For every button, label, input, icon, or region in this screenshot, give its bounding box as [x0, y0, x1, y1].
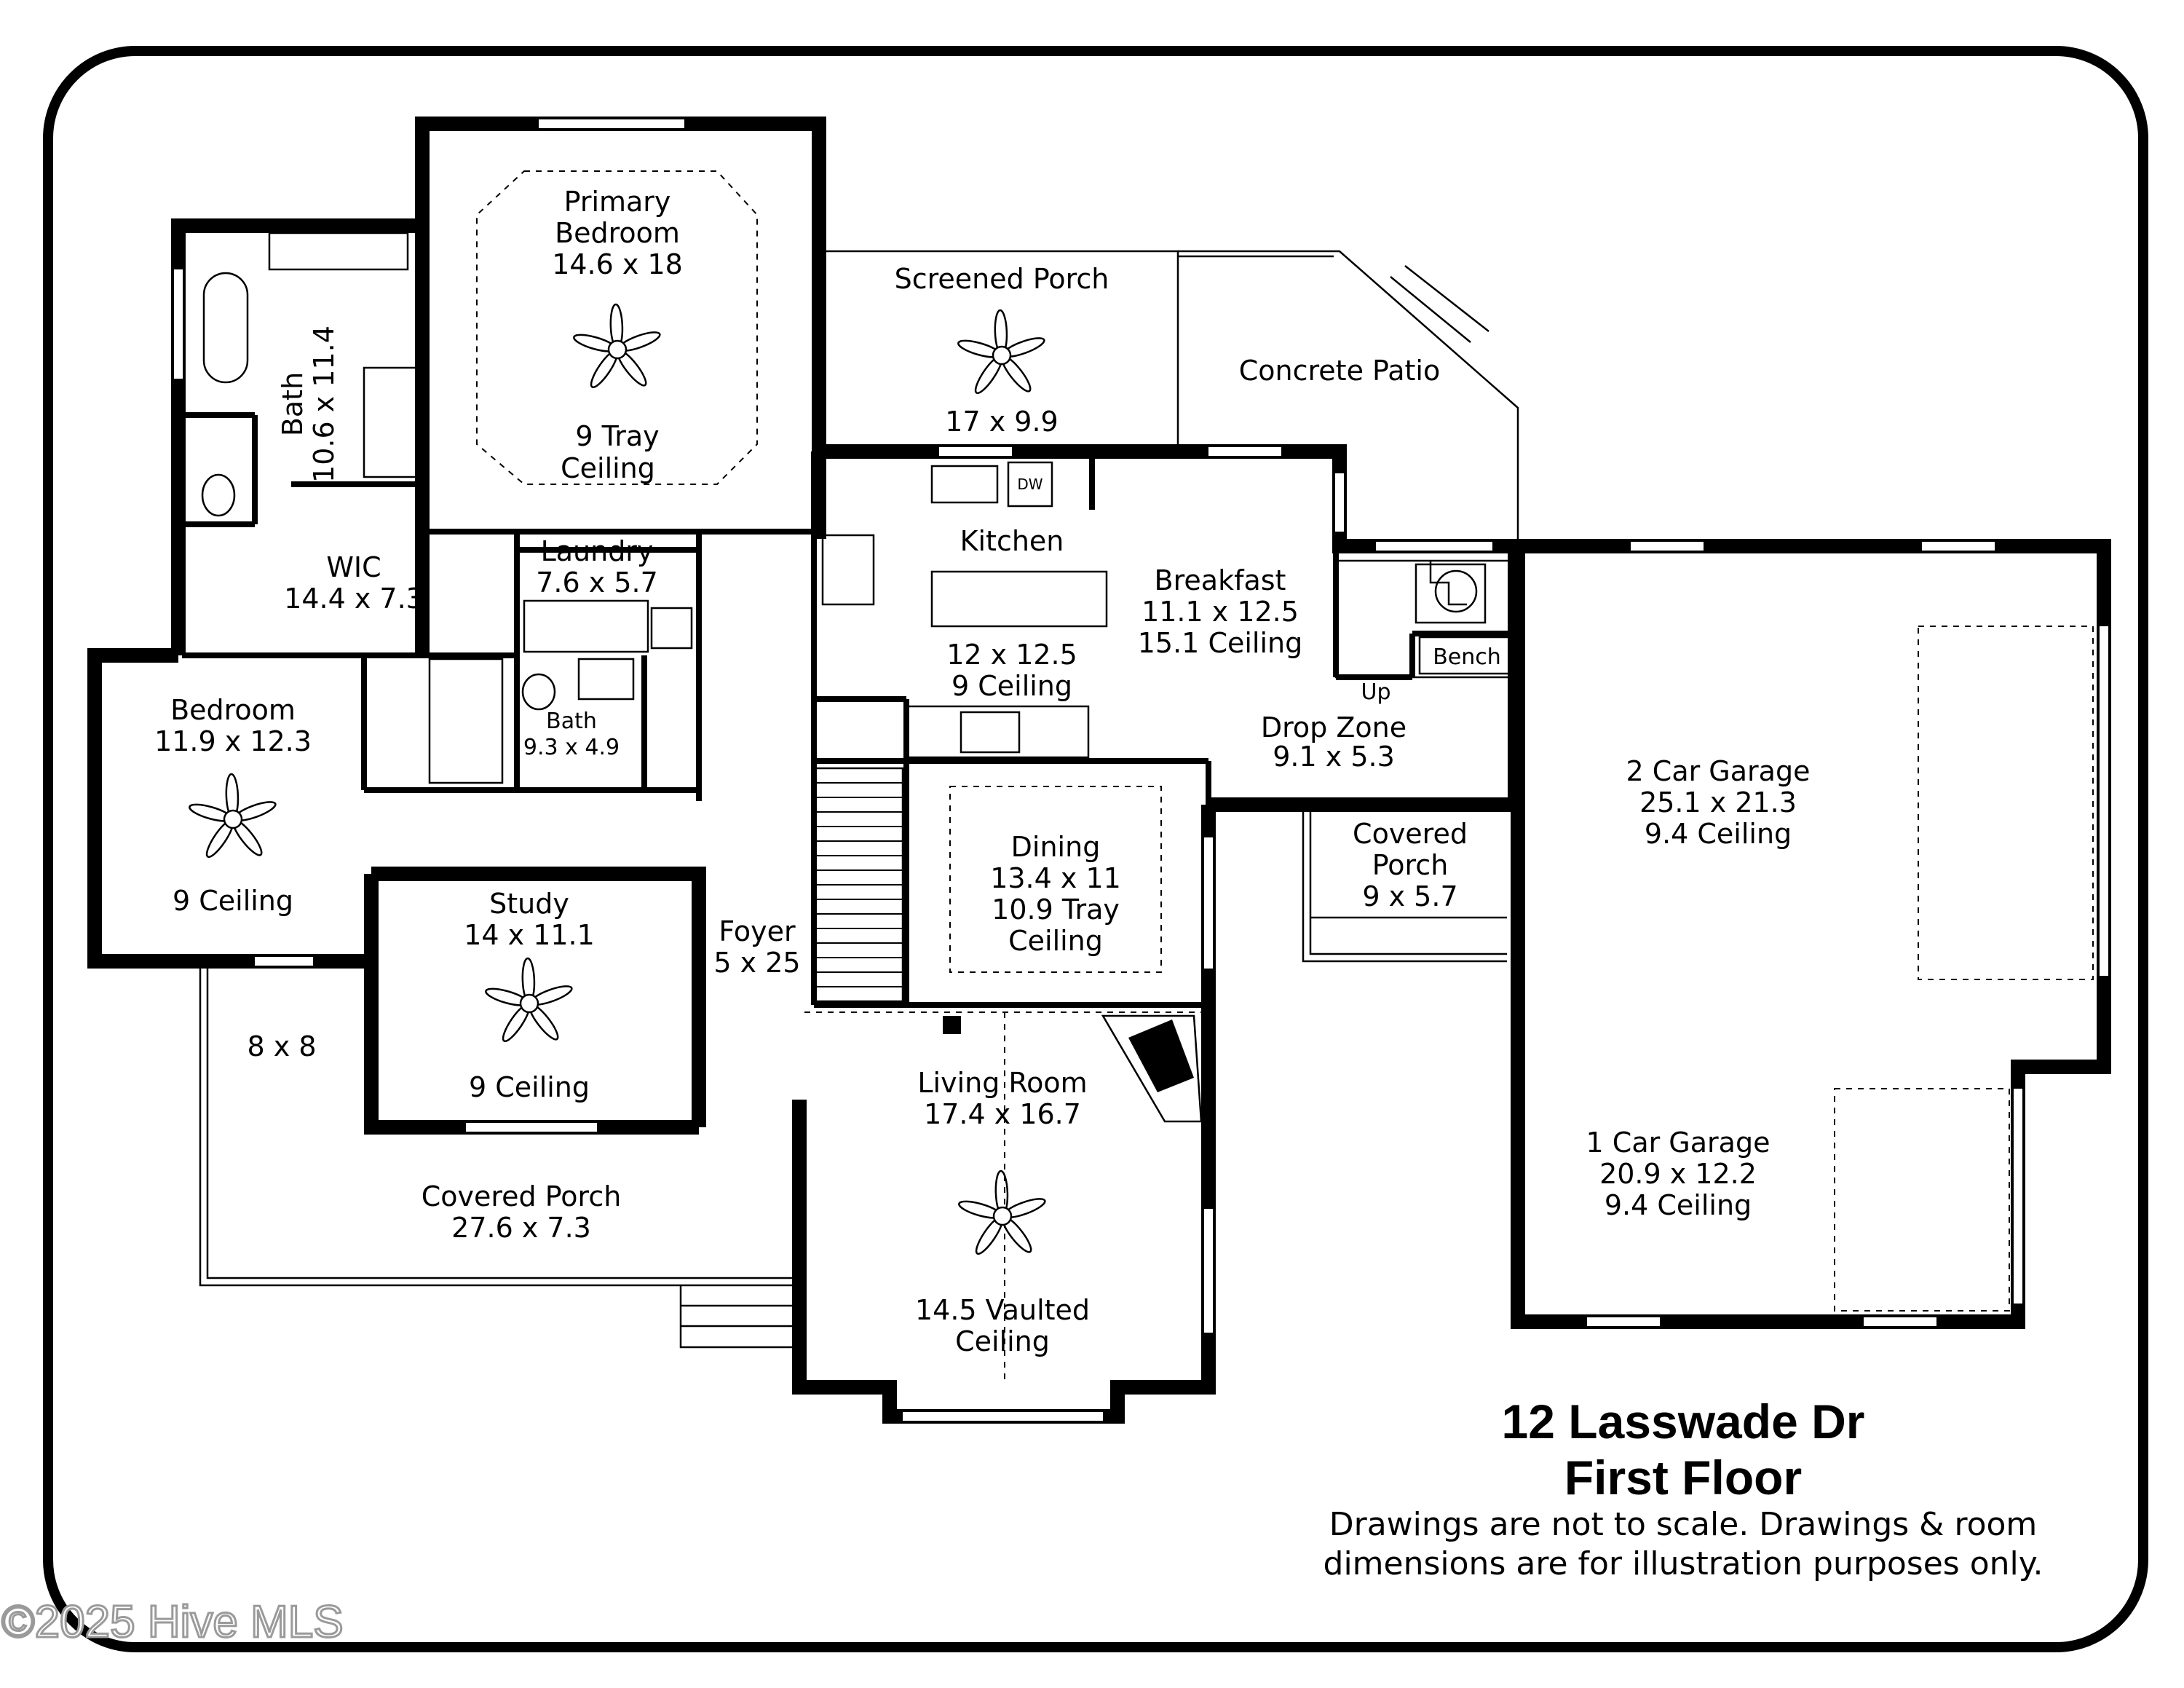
- dishwasher-label: DW: [1017, 476, 1042, 493]
- concrete-patio-label: Concrete Patio: [1239, 355, 1440, 387]
- kitchen-island: [930, 570, 1108, 628]
- shower-icon: [363, 366, 424, 478]
- washer-dryer-icon: [523, 599, 649, 653]
- stairs-up-label: Up: [1361, 679, 1390, 705]
- study-ceiling-label: 9 Ceiling: [469, 1071, 590, 1103]
- water-heater-icon: [1415, 563, 1487, 624]
- staircase: [814, 559, 1512, 1003]
- toilet2-icon: [521, 673, 556, 711]
- page-subtitle: First Floor: [1564, 1451, 1802, 1504]
- dashed-guides: [476, 170, 2094, 1384]
- ceiling-fan-icon: [958, 1170, 1046, 1255]
- bath-fixtures: [201, 232, 1203, 1123]
- sink2-icon: [577, 658, 635, 701]
- fireplace-icon: [1101, 1014, 1203, 1123]
- outdoor-outlines: [199, 250, 1519, 1349]
- bathtub-icon: [202, 272, 249, 384]
- ceiling-fan-icon: [573, 303, 661, 389]
- laundry-sink-icon: [650, 607, 693, 650]
- vanity-icon: [268, 232, 409, 271]
- kitchen-label: Kitchen: [960, 525, 1064, 557]
- ceiling-fan-icon: [189, 773, 277, 859]
- bench-label: Bench: [1433, 644, 1501, 670]
- shower2-icon: [428, 658, 504, 784]
- interior-walls: [182, 412, 1518, 1008]
- ceiling-fan-icon: [485, 957, 573, 1043]
- toilet-icon: [201, 473, 236, 517]
- screened-porch-dims: 17 x 9.9: [945, 406, 1058, 438]
- patio-8x8-label: 8 x 8: [248, 1030, 317, 1062]
- screened-porch-label: Screened Porch: [895, 263, 1109, 295]
- windows: [174, 119, 2108, 1421]
- disclaimer: Drawings are not to scale. Drawings & ro…: [1324, 1506, 2043, 1582]
- cooktop-icon: [960, 711, 1021, 754]
- watermark: ©2025 Hive MLS: [1, 1597, 344, 1647]
- page-frame: [43, 46, 2148, 1652]
- dishwasher-icon: [1007, 461, 1053, 508]
- sink-icon: [930, 465, 999, 504]
- fridge-icon: [821, 534, 875, 606]
- kitchen-fixtures: DW: [821, 461, 1512, 759]
- page-title: 12 Lasswade Dr: [1502, 1395, 1865, 1448]
- ceiling-fan-icon: [957, 309, 1045, 395]
- ceiling-fans: [189, 303, 1046, 1255]
- bedroom-ceiling-label: 9 Ceiling: [173, 885, 293, 917]
- bath-primary-label: Bath10.6 x 11.4: [277, 326, 340, 483]
